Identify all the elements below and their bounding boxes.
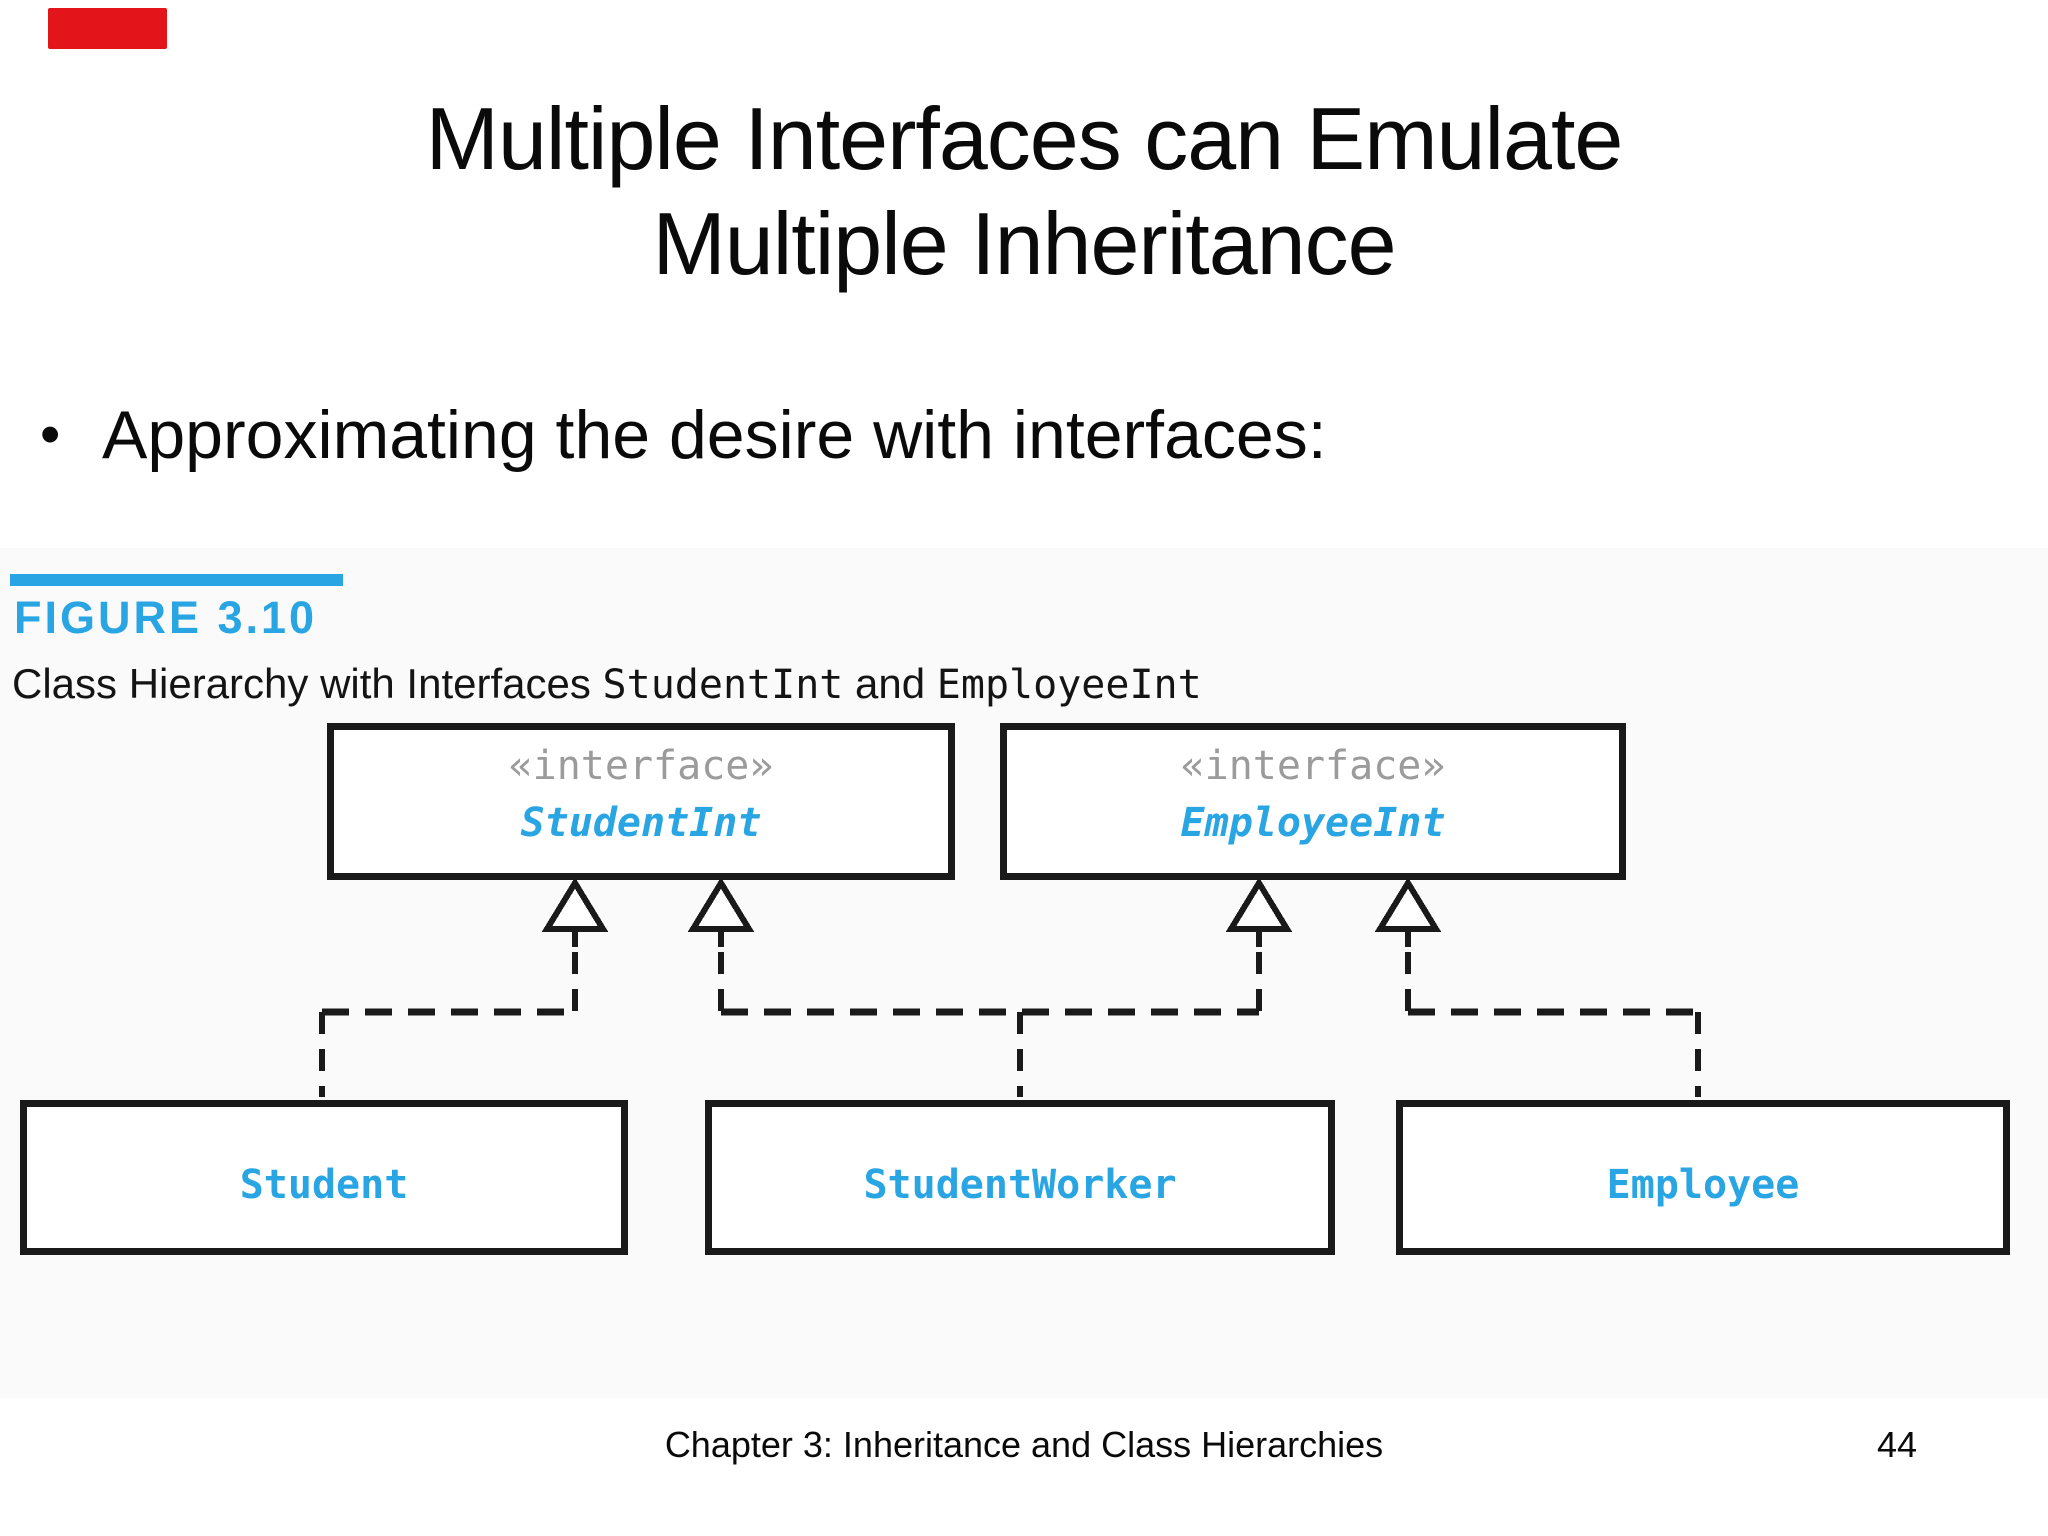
- figure-caption: Class Hierarchy with Interfaces StudentI…: [12, 660, 1202, 708]
- bullet-item: • Approximating the desire with interfac…: [40, 396, 2000, 474]
- figure-label: FIGURE 3.10: [14, 592, 318, 643]
- figure-caption-text: Class Hierarchy with Interfaces: [12, 660, 603, 707]
- class-name: Employee: [1606, 1161, 1800, 1208]
- slide-title: Multiple Interfaces can Emulate Multiple…: [0, 86, 2048, 296]
- class-name: StudentWorker: [863, 1161, 1177, 1208]
- uml-class-student: Student: [20, 1100, 628, 1255]
- bullet-icon: •: [40, 402, 61, 467]
- slide-title-line2: Multiple Inheritance: [652, 194, 1396, 293]
- interface-stereotype: «interface»: [508, 743, 774, 789]
- footer-chapter-text: Chapter 3: Inheritance and Class Hierarc…: [664, 1424, 1384, 1465]
- figure-accent-rule: [10, 574, 343, 586]
- figure-caption-and: and: [843, 660, 937, 707]
- interface-stereotype: «interface»: [1180, 743, 1446, 789]
- uml-interface-employeeint: «interface» EmployeeInt: [1000, 723, 1626, 880]
- page-number: 44: [1877, 1424, 1918, 1465]
- figure-caption-employeeint: EmployeeInt: [936, 662, 1202, 708]
- figure-panel: [0, 548, 2048, 1398]
- uml-interface-studentint: «interface» StudentInt: [327, 723, 955, 880]
- uml-class-studentworker: StudentWorker: [705, 1100, 1335, 1255]
- interface-name: StudentInt: [520, 800, 762, 846]
- recording-indicator-bar: [48, 8, 167, 49]
- bullet-text: Approximating the desire with interfaces…: [102, 397, 1327, 473]
- figure-caption-studentint: StudentInt: [602, 662, 844, 708]
- slide-title-line1: Multiple Interfaces can Emulate: [425, 89, 1624, 188]
- uml-class-employee: Employee: [1396, 1100, 2010, 1255]
- interface-name: EmployeeInt: [1180, 800, 1446, 846]
- class-name: Student: [239, 1161, 409, 1208]
